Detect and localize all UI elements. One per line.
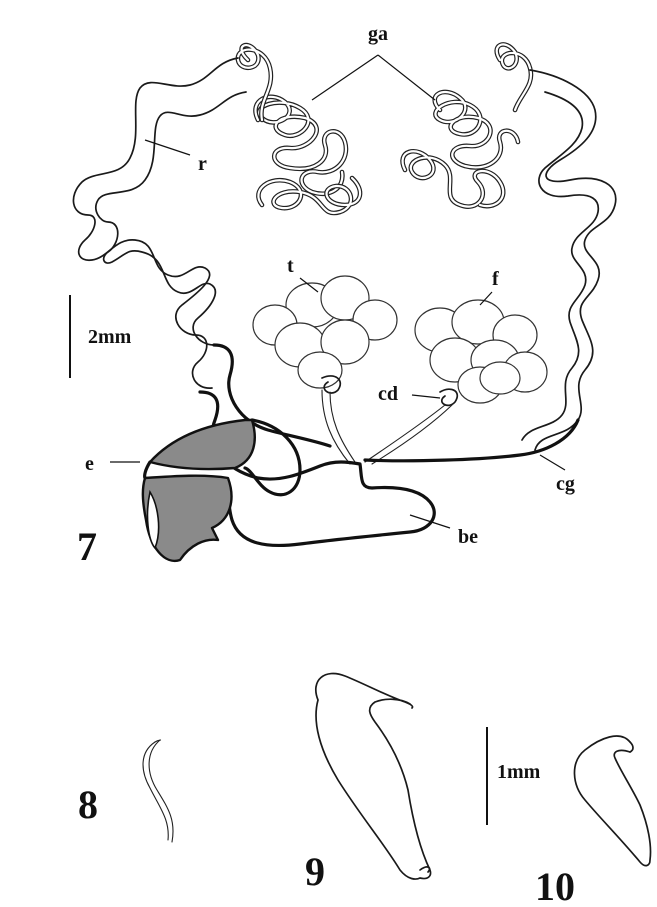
label-r: r [198,153,207,175]
leader-ga-right [378,55,435,100]
label-be: be [458,526,478,548]
scale-label-1mm: 1mm [497,761,541,783]
label-e: e [85,453,94,475]
leader-cg [540,455,565,470]
panel-9-drawing [316,673,431,879]
panel-7-drawing [70,44,616,560]
label-cg: cg [556,473,575,495]
genital-coil-right [403,44,531,206]
panel-8-drawing [143,740,173,842]
right-coiled-duct [530,70,616,450]
leader-cd [412,395,440,398]
label-f: f [492,268,499,290]
talon-egg-cluster [253,276,397,388]
scale-label-2mm: 2mm [88,326,132,348]
epiphallus-upper [150,420,255,469]
panel-number-7: 7 [77,524,97,569]
label-t: t [287,255,294,277]
genital-coil-left [238,45,360,213]
leader-be [410,515,450,528]
albumen-egg-cluster [415,300,547,403]
panel-number-8: 8 [78,782,98,827]
leader-r [145,140,190,155]
panel-number-9: 9 [305,849,325,894]
panel-number-10: 10 [535,864,575,907]
leader-ga-left [312,55,378,100]
label-cd: cd [378,383,398,405]
panel-10-drawing [574,736,650,866]
label-ga: ga [368,23,388,45]
